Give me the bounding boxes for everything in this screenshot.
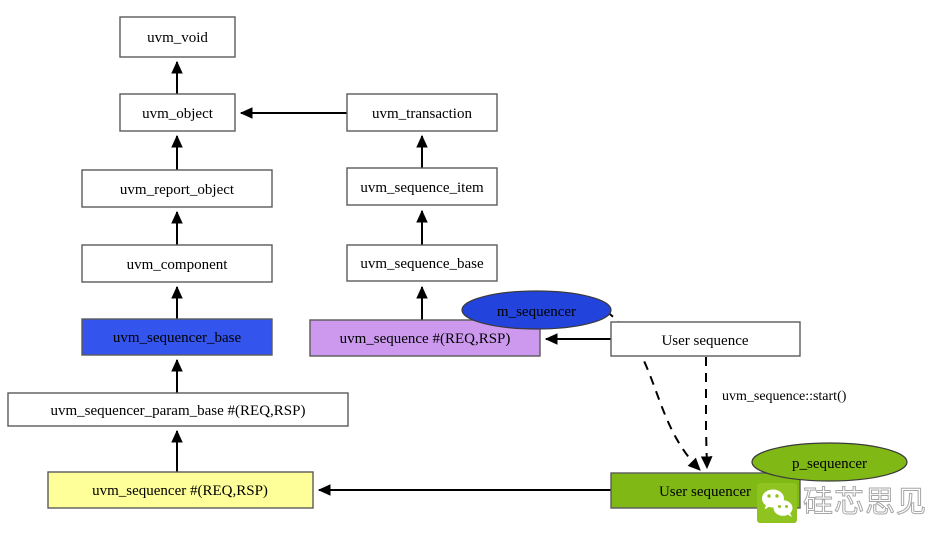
p_sequencer-label: p_sequencer <box>792 456 867 472</box>
node-user_sequence[interactable]: User sequence <box>610 321 801 357</box>
uvm_sequencer_param_base-box[interactable] <box>7 392 349 427</box>
uvm_sequence_base-box[interactable] <box>346 244 498 282</box>
uvm_void-label: uvm_void <box>147 30 208 46</box>
node-uvm_sequencer[interactable]: uvm_sequencer #(REQ,RSP) <box>47 471 314 509</box>
uvm_sequencer-label: uvm_sequencer #(REQ,RSP) <box>92 483 268 499</box>
node-m_sequencer[interactable]: m_sequencer <box>461 290 612 330</box>
uvm_transaction-box[interactable] <box>346 93 498 132</box>
m_sequencer-label: m_sequencer <box>497 304 576 320</box>
user_sequencer-label: User sequencer <box>659 484 751 500</box>
node-uvm_sequencer_base[interactable]: uvm_sequencer_base <box>81 318 273 356</box>
m_sequencer-ellipse[interactable] <box>461 290 612 330</box>
uvm_void-box[interactable] <box>119 16 236 58</box>
uvm_sequencer_base-label: uvm_sequencer_base <box>113 330 242 346</box>
node-uvm_transaction[interactable]: uvm_transaction <box>346 93 498 132</box>
uvm_sequence_item-label: uvm_sequence_item <box>360 180 484 196</box>
node-uvm_report_object[interactable]: uvm_report_object <box>81 169 273 208</box>
node-uvm_object[interactable]: uvm_object <box>119 93 236 132</box>
node-uvm_component[interactable]: uvm_component <box>81 244 273 283</box>
uvm_transaction-label: uvm_transaction <box>372 106 472 122</box>
uvm_sequencer-box[interactable] <box>47 471 314 509</box>
node-p_sequencer[interactable]: p_sequencer <box>751 442 908 482</box>
p_sequencer-ellipse[interactable] <box>751 442 908 482</box>
uvm_report_object-box[interactable] <box>81 169 273 208</box>
edge-label-uvm_sequence-start: uvm_sequence::start() <box>722 389 847 404</box>
node-uvm_void[interactable]: uvm_void <box>119 16 236 58</box>
user_sequence-label: User sequence <box>661 333 748 349</box>
node-uvm_sequence_item[interactable]: uvm_sequence_item <box>346 167 498 206</box>
uvm_component-label: uvm_component <box>127 257 229 273</box>
uvm_sequencer_param_base-label: uvm_sequencer_param_base #(REQ,RSP) <box>51 403 306 419</box>
uvm_sequence_item-box[interactable] <box>346 167 498 206</box>
uvm_component-box[interactable] <box>81 244 273 283</box>
uvm_sequence_base-label: uvm_sequence_base <box>360 256 484 272</box>
edge-user_sequence-user_sequencer <box>700 357 713 470</box>
uvm_object-box[interactable] <box>119 93 236 132</box>
uvm_object-label: uvm_object <box>142 106 214 122</box>
user_sequence-box[interactable] <box>610 321 801 357</box>
uvm_sequence-label: uvm_sequence #(REQ,RSP) <box>340 331 511 347</box>
node-uvm_sequencer_param_base[interactable]: uvm_sequencer_param_base #(REQ,RSP) <box>7 392 349 427</box>
uvm_sequencer_base-box[interactable] <box>81 318 273 356</box>
node-uvm_sequence_base[interactable]: uvm_sequence_base <box>346 244 498 282</box>
node-user_sequencer[interactable]: User sequencer <box>610 472 801 509</box>
uvm_report_object-label: uvm_report_object <box>120 182 235 198</box>
